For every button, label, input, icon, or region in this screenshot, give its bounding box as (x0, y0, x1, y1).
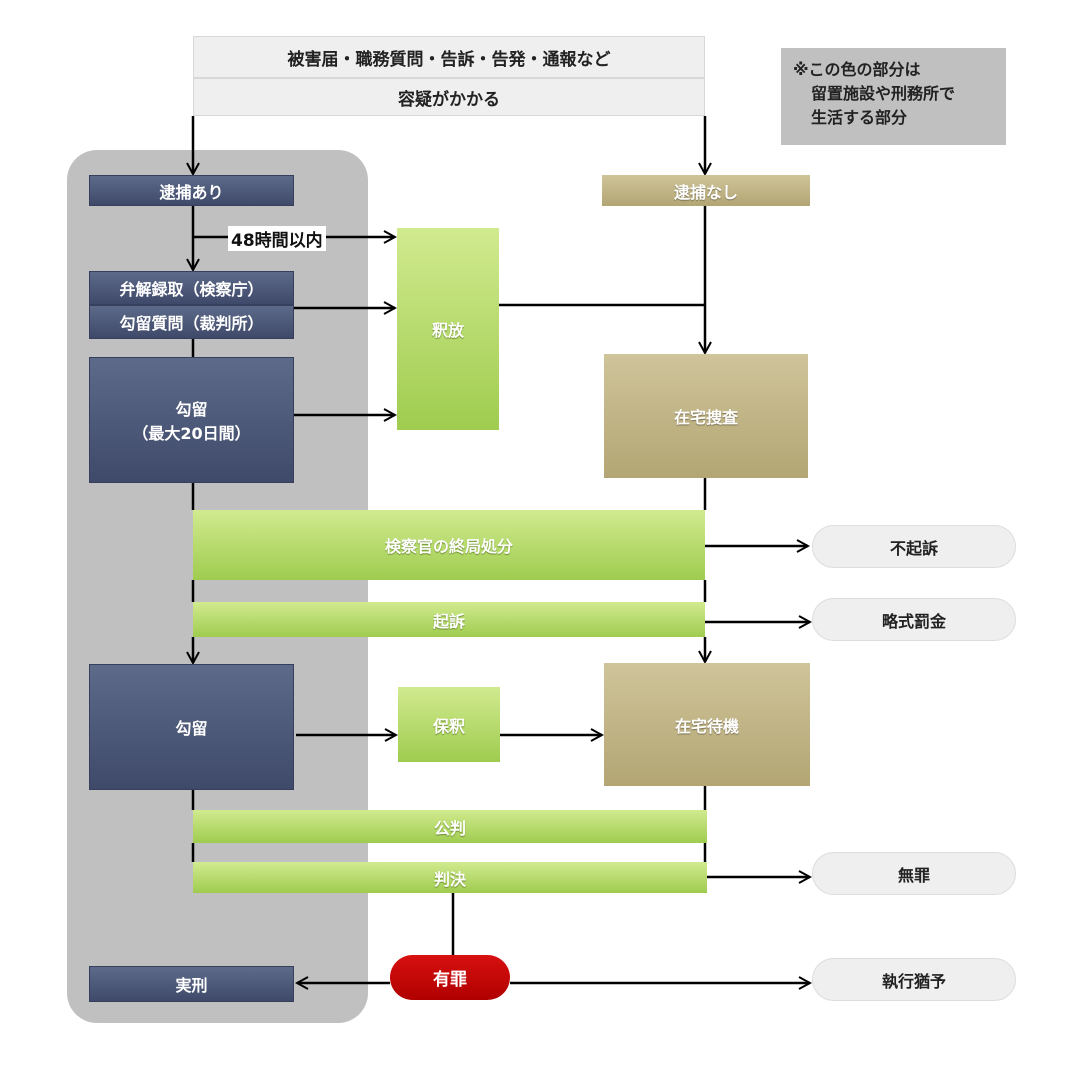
final-disposition-node: 検察官の終局処分 (193, 510, 705, 580)
guilty-node: 有罪 (390, 955, 510, 1000)
suspended-sentence-node: 執行猶予 (812, 958, 1016, 1001)
detention-question-node: 勾留質問（裁判所） (89, 305, 294, 339)
home-investigation-node: 在宅捜査 (604, 354, 808, 478)
detention-node-2: 勾留 (89, 664, 294, 790)
not-guilty-node: 無罪 (812, 852, 1016, 895)
summary-fine-node: 略式罰金 (812, 598, 1016, 641)
non-prosecution-node: 不起訴 (812, 525, 1016, 568)
detention-label: 勾留 (175, 400, 208, 419)
detention-duration: （最大20日間） (132, 424, 251, 443)
arrest-yes-node: 逮捕あり (89, 175, 294, 206)
hearing-node: 弁解録取（検察庁） (89, 271, 294, 305)
prison-sentence-node: 実刑 (89, 966, 294, 1002)
trial-node: 公判 (193, 810, 707, 843)
legend-line: 留置施設や刑務所で (811, 84, 956, 103)
release-node: 釈放 (397, 228, 499, 430)
home-wait-node: 在宅待機 (604, 663, 810, 786)
indictment-node: 起訴 (193, 602, 705, 637)
trigger-events: 被害届・職務質問・告訴・告発・通報など (193, 36, 705, 78)
legend-line: ※この色の部分は (793, 60, 921, 79)
suspicion: 容疑がかかる (193, 78, 705, 116)
arrest-no-node: 逮捕なし (602, 175, 810, 206)
judgment-node: 判決 (193, 862, 707, 893)
within-48-hours-label: 48時間以内 (228, 226, 326, 251)
bail-node: 保釈 (398, 687, 500, 762)
legend-line: 生活する部分 (811, 108, 908, 127)
detention-node-1: 勾留 （最大20日間） (89, 357, 294, 483)
legend-box: ※この色の部分は 留置施設や刑務所で 生活する部分 (781, 48, 1006, 145)
